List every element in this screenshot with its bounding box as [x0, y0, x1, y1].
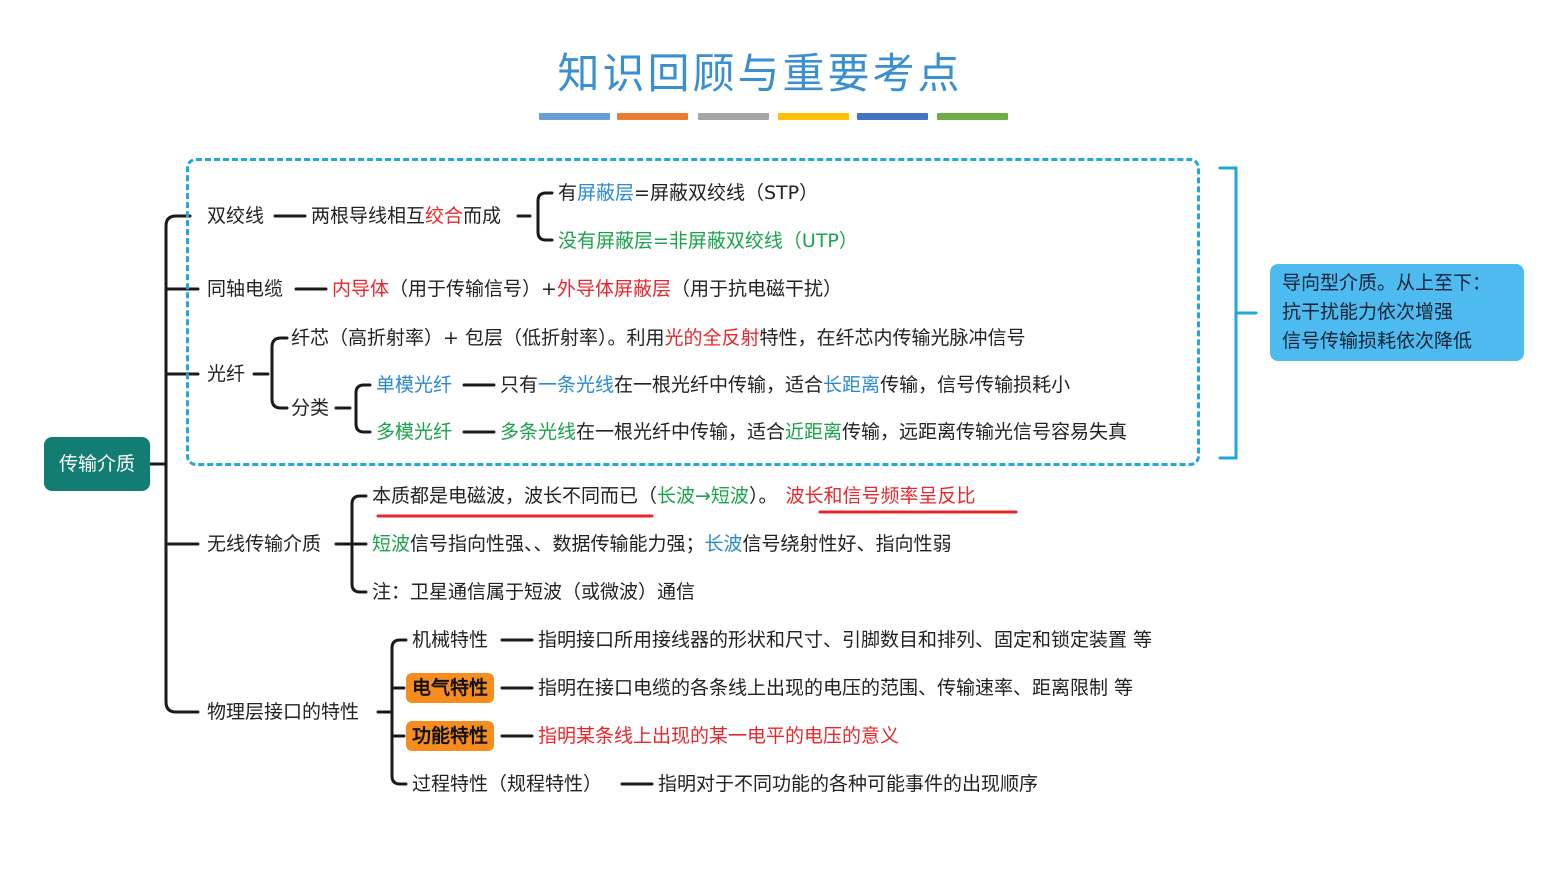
mechanical-desc: 指明接口所用接线器的形状和尺寸、引脚数目和排列、固定和锁定装置 等	[538, 629, 1153, 651]
fiber-core-c: 特性，在纤芯内传输光脉冲信号	[759, 327, 1026, 349]
wl1-a: 本质都是电磁波，波长不同而已（	[372, 485, 658, 507]
fiber-class-label: 分类	[291, 397, 330, 419]
tp-desc-a: 两根导线相互	[311, 205, 426, 227]
tp-desc-b: 绞合	[425, 205, 464, 227]
sm-d: 长距离	[823, 374, 881, 396]
coax-a: 内导体	[332, 278, 390, 300]
sm-a: 只有	[500, 374, 539, 396]
procedural-desc: 指明对于不同功能的各种可能事件的出现顺序	[658, 773, 1039, 795]
note-line-3: 信号传输损耗依次降低	[1282, 330, 1473, 352]
mm-d: 传输，远距离传输光信号容易失真	[842, 421, 1128, 443]
sm-e: 传输，信号传输损耗小	[880, 374, 1071, 396]
title-bar-3	[698, 113, 769, 120]
electrical-label: 电气特性	[406, 673, 495, 703]
single-mode-label: 单模光纤	[376, 374, 453, 396]
stp-b: 屏蔽层	[577, 182, 635, 204]
twisted-pair-label: 双绞线	[207, 205, 265, 227]
wireless-line-2: 短波信号指向性强、、数据传输能力强；长波信号绕射性好、指向性弱	[372, 532, 952, 556]
fiber-core-line: 纤芯（高折射率）+ 包层（低折射率）。利用光的全反射特性，在纤芯内传输光脉冲信号	[291, 326, 1026, 350]
utp-line: 没有屏蔽层=非屏蔽双绞线（UTP）	[558, 230, 858, 252]
twisted-pair-desc: 两根导线相互绞合而成	[311, 204, 501, 228]
coax-d: （用于抗电磁干扰）	[670, 278, 842, 300]
mm-c: 近距离	[785, 421, 843, 443]
multi-mode-label: 多模光纤	[376, 421, 453, 443]
wireless-line-1: 本质都是电磁波，波长不同而已（长波→短波）。波长和信号频率呈反比	[372, 484, 975, 508]
wl2-c: 长波	[704, 533, 743, 555]
wl2-a: 短波	[372, 533, 411, 555]
title-bar-5	[857, 113, 928, 120]
guided-media-frame	[186, 158, 1200, 466]
single-mode-desc: 只有一条光线在一根光纤中传输，适合长距离传输，信号传输损耗小	[500, 373, 1070, 397]
stp-line: 有屏蔽层=屏蔽双绞线（STP）	[558, 181, 818, 205]
root-node: 传输介质	[44, 437, 150, 491]
stp-c: =屏蔽双绞线（STP）	[634, 182, 819, 204]
coax-desc: 内导体（用于传输信号）+外导体屏蔽层（用于抗电磁干扰）	[332, 277, 842, 301]
coax-b: （用于传输信号）+	[389, 278, 557, 300]
title-bar-4	[778, 113, 849, 120]
wl2-b: 信号指向性强、、数据传输能力强；	[410, 533, 705, 555]
mm-b: 在一根光纤中传输，适合	[576, 421, 786, 443]
sm-c: 在一根光纤中传输，适合	[614, 374, 824, 396]
wl1-b: 长波→短波	[657, 485, 749, 507]
title-bar-1	[539, 113, 610, 120]
fiber-label: 光纤	[207, 363, 246, 385]
fiber-core-a: 纤芯（高折射率）+ 包层（低折射率）。利用	[291, 327, 665, 349]
coax-label: 同轴电缆	[207, 278, 284, 300]
title-bar-2	[617, 113, 688, 120]
wireless-line-3: 注：卫星通信属于短波（或微波）通信	[372, 581, 696, 603]
mm-a: 多条光线	[500, 421, 577, 443]
procedural-label: 过程特性（规程特性）	[412, 773, 603, 795]
title-bar-6	[937, 113, 1008, 120]
page-title: 知识回顾与重要考点	[557, 49, 963, 98]
note-line-2: 抗干扰能力依次增强	[1282, 301, 1454, 323]
functional-label: 功能特性	[406, 721, 495, 751]
stp-a: 有	[558, 182, 578, 204]
sm-b: 一条光线	[538, 374, 615, 396]
fiber-core-b: 光的全反射	[664, 327, 760, 349]
wireless-label: 无线传输介质	[207, 533, 322, 555]
functional-desc: 指明某条线上出现的某一电平的电压的意义	[538, 725, 900, 747]
note-line-1: 导向型介质。从上至下：	[1282, 272, 1492, 294]
tp-desc-c: 而成	[463, 205, 502, 227]
multi-mode-desc: 多条光线在一根光纤中传输，适合近距离传输，远距离传输光信号容易失真	[500, 420, 1127, 444]
wl2-d: 信号绕射性好、指向性弱	[742, 533, 952, 555]
guided-media-note: 导向型介质。从上至下： 抗干扰能力依次增强 信号传输损耗依次降低	[1270, 264, 1524, 361]
physical-label: 物理层接口的特性	[207, 701, 360, 723]
mechanical-label: 机械特性	[412, 629, 489, 651]
wl1-c: ）。	[748, 485, 778, 507]
coax-c: 外导体屏蔽层	[556, 278, 671, 300]
wl1-d: 波长和信号频率呈反比	[785, 485, 976, 507]
electrical-desc: 指明在接口电缆的各条线上出现的电压的范围、传输速率、距离限制 等	[538, 677, 1134, 699]
